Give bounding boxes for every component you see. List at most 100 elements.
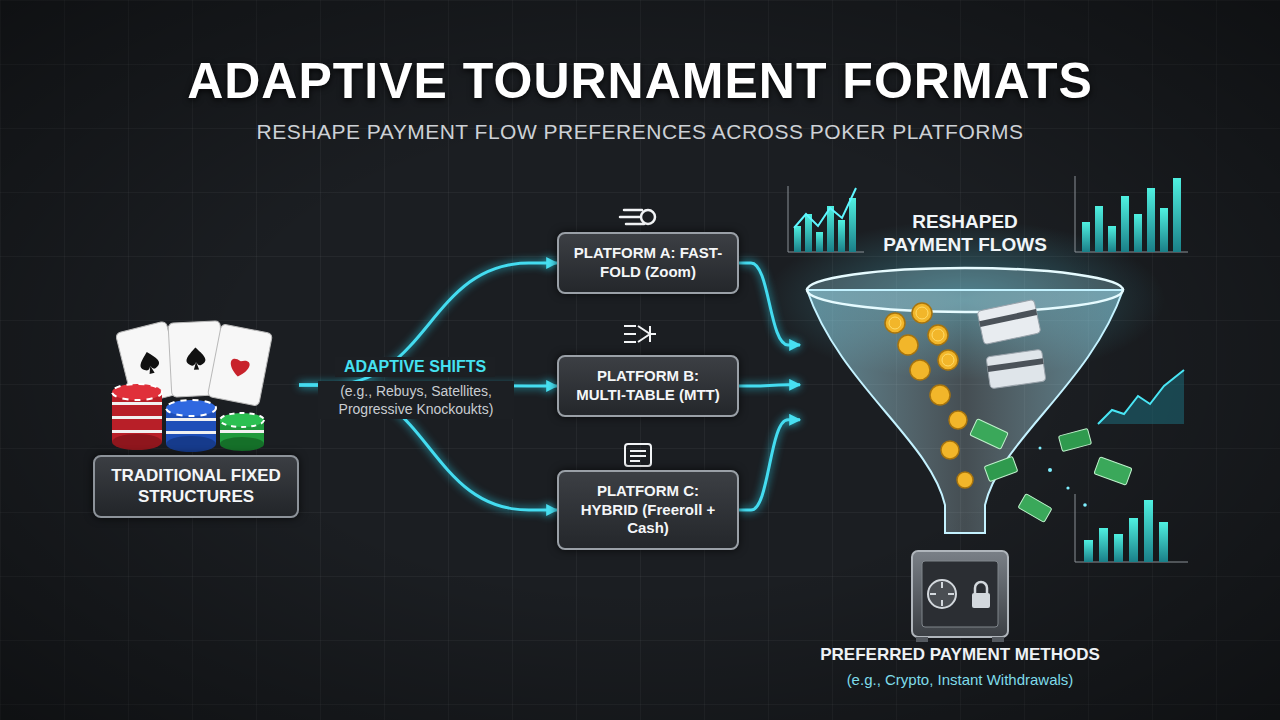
funnel-part <box>970 419 1008 450</box>
funnel-part <box>977 299 1041 344</box>
safe-part <box>972 593 990 608</box>
funnel-part <box>898 335 918 355</box>
funnel-part <box>807 268 1123 312</box>
bar-chart <box>1108 226 1116 252</box>
list-icon <box>625 444 651 466</box>
safe-part <box>930 582 954 606</box>
falling-money <box>1058 428 1091 451</box>
funnel-node: RESHAPED PAYMENT FLOWS <box>800 205 1130 535</box>
bar-chart <box>1147 188 1155 252</box>
funnel-part <box>949 411 967 429</box>
funnel-part <box>938 350 958 370</box>
network-icon <box>624 326 656 342</box>
line-chart <box>1098 370 1184 424</box>
network-icon <box>624 326 656 342</box>
bar-chart <box>1173 178 1181 252</box>
funnel-part <box>930 385 950 405</box>
box-text: PLATFORM B: MULTI-TABLE (MTT) <box>571 367 725 405</box>
flow-arrow <box>739 263 800 345</box>
bar-chart <box>794 226 801 252</box>
chip-stacks <box>166 431 216 434</box>
chip-stacks <box>112 402 162 405</box>
annotation-heading: ADAPTIVE SHIFTS <box>335 357 495 377</box>
falling-money <box>1048 468 1052 472</box>
funnel-part <box>889 317 901 329</box>
safe-node: PREFERRED PAYMENT METHODS (e.g., Crypto, … <box>790 545 1130 697</box>
safe-head: PREFERRED PAYMENT METHODS <box>790 645 1130 665</box>
falling-money <box>1066 486 1069 489</box>
bar-chart <box>1095 206 1103 252</box>
diagram-title: ADAPTIVE TOURNAMENT FORMATS <box>0 52 1280 110</box>
playing-cards <box>207 324 272 407</box>
chip-stacks <box>166 400 216 416</box>
chip-stacks <box>112 384 162 400</box>
chip-stacks <box>166 418 216 421</box>
chip-stacks <box>220 413 264 427</box>
chip-stacks <box>220 437 264 451</box>
bar-chart <box>1160 208 1168 252</box>
annotation-text: (e.g., Rebuys, Satellites, Progressive K… <box>318 381 514 419</box>
safe-part <box>922 561 998 627</box>
funnel-part <box>987 358 1043 372</box>
safe-part <box>912 551 1008 637</box>
bar-chart <box>838 220 845 252</box>
line-chart <box>1098 370 1184 424</box>
chip-stacks <box>112 430 162 433</box>
safe-part <box>916 637 928 642</box>
platform-box: PLATFORM B: MULTI-TABLE (MTT) <box>557 355 739 417</box>
funnel-part <box>986 349 1046 388</box>
bar-chart <box>1099 528 1108 562</box>
safe-part <box>928 580 956 608</box>
playing-cards <box>207 324 272 407</box>
bar-chart <box>1121 196 1129 252</box>
chip-stacks <box>220 430 264 433</box>
funnel-part <box>885 303 973 488</box>
structure-node: TRADITIONAL FIXED STRUCTURES <box>93 310 299 518</box>
subtitle: RESHAPE PAYMENT FLOW PREFERENCES ACROSS … <box>140 120 1140 144</box>
playing-cards <box>186 347 206 370</box>
box-text: PLATFORM A: FAST-FOLD (Zoom) <box>571 244 725 282</box>
falling-money <box>1083 503 1087 507</box>
box-text: PLATFORM C: HYBRID (Freeroll + Cash) <box>571 482 725 538</box>
safe-sub: (e.g., Crypto, Instant Withdrawals) <box>790 671 1130 688</box>
falling-money <box>1018 428 1132 522</box>
flow-arrow <box>739 385 800 386</box>
bar-chart <box>1082 222 1090 252</box>
funnel-part <box>910 360 930 380</box>
bar-chart <box>788 186 864 252</box>
bar-chart <box>1075 494 1188 562</box>
platform-box: PLATFORM C: HYBRID (Freeroll + Cash) <box>557 470 739 550</box>
falling-money <box>1018 494 1052 523</box>
fast-fold-icon <box>620 210 655 224</box>
funnel-part <box>979 309 1037 327</box>
bar-chart <box>827 206 834 252</box>
playing-cards <box>228 358 250 378</box>
chip-stacks <box>112 416 162 419</box>
funnel-text: RESHAPED PAYMENT FLOWS <box>870 211 1060 257</box>
falling-money <box>1039 447 1042 450</box>
bar-chart <box>1114 534 1123 562</box>
safe-part <box>975 582 987 593</box>
funnel-part <box>957 472 973 488</box>
chip-stacks <box>112 434 162 450</box>
funnel-part <box>984 456 1018 481</box>
playing-cards <box>138 350 162 376</box>
flow-arrow <box>739 420 800 510</box>
bar-chart <box>849 198 856 252</box>
platform-box: PLATFORM A: FAST-FOLD (Zoom) <box>557 232 739 294</box>
bar-chart <box>1075 176 1188 252</box>
chip-stacks <box>112 384 264 452</box>
bar-chart <box>1084 540 1093 562</box>
funnel-part <box>885 313 905 333</box>
bar-chart <box>1075 494 1188 562</box>
bar-chart <box>1144 500 1153 562</box>
safe-part <box>992 637 1004 642</box>
bar-chart <box>794 188 856 228</box>
funnel-part <box>942 354 954 366</box>
funnel-part <box>928 325 948 345</box>
funnel-part <box>941 441 959 459</box>
funnel-part <box>912 303 932 323</box>
plate-text: TRADITIONAL FIXED STRUCTURES <box>93 455 299 518</box>
funnel-part <box>807 290 1123 533</box>
